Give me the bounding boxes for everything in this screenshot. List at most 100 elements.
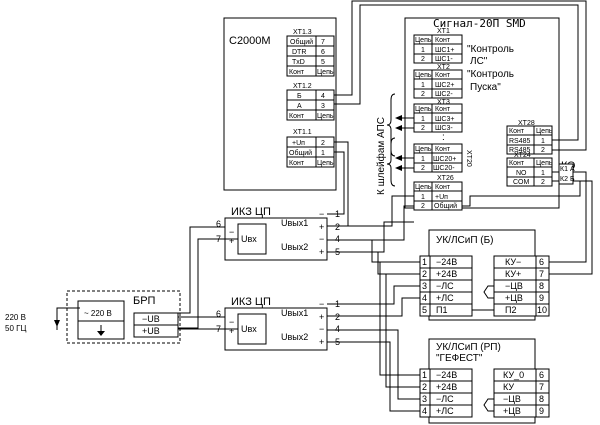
svg-text:1: 1: [421, 194, 425, 201]
svg-text:−: −: [319, 299, 324, 309]
uk-b-title: УК/ЛСиП (Б): [436, 235, 494, 246]
brp-minus-label: −UВ: [142, 314, 160, 324]
svg-text:2: 2: [335, 312, 340, 322]
svg-text:+ЛС: +ЛС: [436, 406, 454, 416]
svg-text:ШС1-: ШС1-: [435, 56, 453, 63]
brp-plus-label: +UВ: [142, 326, 160, 336]
svg-text:ШС2+: ШС2+: [435, 82, 454, 89]
mains-frequency: 50 ГЦ: [5, 324, 26, 333]
ikz2-uvyh2: Uвых2: [281, 332, 308, 342]
svg-text:2: 2: [541, 179, 545, 186]
svg-text:ШС20+: ШС20+: [433, 156, 456, 163]
svg-text:+Uп: +Uп: [292, 140, 305, 147]
svg-text:+: +: [319, 337, 324, 347]
svg-text:7: 7: [216, 234, 221, 244]
xt13-label: XT1.3: [293, 29, 312, 36]
svg-text:+ЦВ: +ЦВ: [505, 293, 523, 303]
svg-text:−24В: −24В: [436, 257, 457, 267]
svg-text:Конт: Конт: [435, 184, 451, 191]
svg-text:Цепь: Цепь: [415, 184, 432, 191]
svg-text:1: 1: [421, 156, 425, 163]
svg-text:1: 1: [321, 150, 325, 157]
svg-text:6: 6: [216, 219, 221, 229]
mains-input: 220 В 50 ГЦ: [5, 307, 80, 333]
svg-text:−: −: [319, 234, 324, 244]
svg-text:TxD: TxD: [292, 59, 305, 66]
svg-text:−: −: [319, 324, 324, 334]
svg-text:3: 3: [422, 394, 427, 404]
svg-text:3: 3: [321, 103, 325, 110]
svg-text:7: 7: [539, 269, 544, 279]
xt24-label: XT24: [514, 152, 531, 159]
svg-text:9: 9: [539, 293, 544, 303]
svg-text:2: 2: [421, 165, 425, 172]
svg-text:Конт: Конт: [435, 37, 451, 44]
signal-title: Сигнал-20П SMD: [433, 17, 526, 30]
svg-text:Общий: Общий: [434, 202, 457, 210]
ground-icon: [97, 325, 105, 336]
svg-text:2: 2: [321, 140, 325, 147]
svg-text:ШС2-: ШС2-: [435, 91, 453, 98]
uk-rp-left-pins: 1−24В 2+24В 3−ЛС 4+ЛС: [422, 370, 457, 416]
svg-text:+: +: [229, 236, 234, 246]
svg-text:2: 2: [421, 125, 425, 132]
svg-text:−: −: [229, 227, 234, 237]
svg-text:Цепь: Цепь: [415, 146, 432, 153]
svg-text:6: 6: [216, 309, 221, 319]
svg-text:DTR: DTR: [292, 49, 306, 56]
brp-title: БРП: [133, 295, 156, 307]
svg-text:1: 1: [335, 209, 340, 219]
ke-element: КЭ К1 К2 А Б: [552, 160, 575, 185]
svg-text:3: 3: [422, 281, 427, 291]
svg-text:2: 2: [421, 56, 425, 63]
svg-text:9: 9: [539, 406, 544, 416]
svg-text:−: −: [229, 317, 234, 327]
xt20-label: XT20: [465, 150, 472, 167]
svg-text:−ЦВ: −ЦВ: [503, 394, 521, 404]
svg-text:Цепь: Цепь: [415, 37, 432, 44]
ikz1-uvyh2: Uвых2: [281, 242, 308, 252]
svg-text:Б: Б: [297, 93, 302, 100]
svg-text:КУ+: КУ+: [505, 269, 521, 279]
ikz-cp-1: ИКЗ ЦП Uвх Uвых1 Uвых2 6 − 7 + −1 +2 −4 …: [213, 206, 340, 261]
svg-text:Цепь: Цепь: [415, 72, 432, 79]
svg-text:Конт: Конт: [435, 146, 451, 153]
xt26-label: XT26: [437, 175, 454, 182]
svg-text:1: 1: [541, 138, 545, 145]
svg-text:4: 4: [335, 324, 340, 334]
svg-text:ШС20-: ШС20-: [433, 165, 455, 172]
svg-text:Цепь: Цепь: [317, 113, 334, 120]
svg-text:+ЦВ: +ЦВ: [503, 406, 521, 416]
note-kontrol-ls-1: "Контроль: [467, 44, 514, 55]
svg-text:2: 2: [541, 147, 545, 154]
svg-text:+: +: [319, 222, 324, 232]
ikz-cp-2: ИКЗ ЦП Uвх Uвых1 Uвых2 6 − 7 + −1 +2 −4 …: [213, 296, 340, 351]
svg-text:4: 4: [422, 406, 427, 416]
ikz2-uvx: Uвх: [241, 324, 257, 334]
svg-text:ШС1+: ШС1+: [435, 47, 454, 54]
ikz2-uvyh1: Uвых1: [281, 308, 308, 318]
svg-text:−ЦВ: −ЦВ: [505, 281, 523, 291]
uk-rp-title: УК/ЛСиП (РП): [436, 342, 501, 353]
svg-text:Конт: Конт: [435, 106, 451, 113]
svg-text:+24В: +24В: [436, 269, 457, 279]
svg-text:+: +: [229, 326, 234, 336]
svg-text:7: 7: [539, 382, 544, 392]
svg-text:6: 6: [539, 257, 544, 267]
svg-text:+: +: [319, 247, 324, 257]
svg-text:Цепь: Цепь: [317, 69, 334, 76]
aps-label: К шлейфам АПС: [375, 117, 387, 195]
svg-text:КУ−: КУ−: [505, 257, 521, 267]
svg-text:COM: COM: [513, 179, 530, 186]
svg-text:Общий: Общий: [290, 38, 313, 46]
svg-text:КУ_0: КУ_0: [503, 370, 524, 380]
svg-text:10: 10: [537, 305, 547, 315]
svg-text:Конт: Конт: [289, 69, 305, 76]
